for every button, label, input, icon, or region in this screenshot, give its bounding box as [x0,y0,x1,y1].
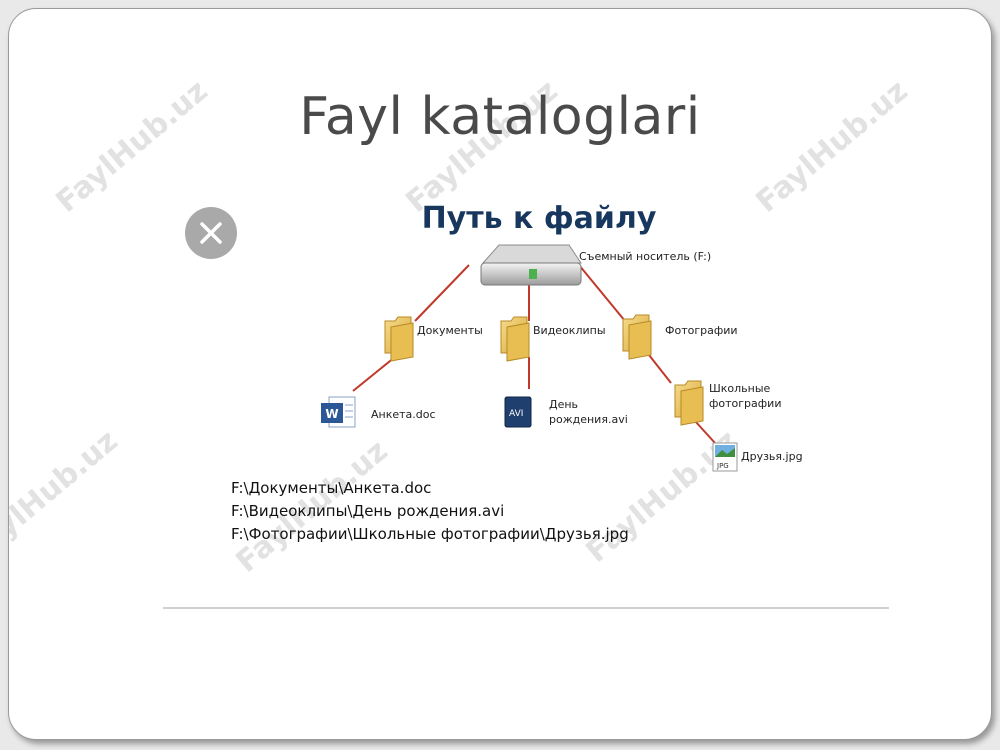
folder-label-documents: Документы [417,324,483,337]
folder-label-school-photos: Школьные фотографии [709,381,781,411]
avi-badge: AVI [509,409,524,419]
word-doc-icon: W [321,396,356,428]
close-button[interactable] [185,207,237,259]
folder-label-line: фотографии [709,397,782,410]
slide: FaylHub.uz FaylHub.uz FaylHub.uz FaylHub… [8,8,992,740]
drive-icon [480,244,582,286]
jpg-badge: JPG [717,462,729,470]
folder-label-line: Школьные [709,382,771,395]
jpg-file-icon [712,442,738,472]
divider [163,607,889,609]
folder-icon [384,316,414,362]
avi-file-icon [504,396,532,428]
folder-label-photos: Фотографии [665,324,738,337]
file-label-line: День [549,398,579,411]
file-label-jpg: Друзья.jpg [741,450,803,463]
tree-links [352,264,716,444]
folder-icon [500,316,530,362]
path-line: F:\Фотографии\Школьные фотографии\Друзья… [231,525,629,543]
close-icon [200,222,222,244]
svg-text:W: W [325,407,338,421]
file-tree-diagram: W [321,244,738,472]
file-label-line: рождения.avi [549,413,628,426]
file-label-avi: День рождения.avi [549,397,628,427]
drive-label: Съемный носитель (F:) [579,250,712,263]
slide-title: Fayl kataloglari [299,87,701,147]
folder-label-videos: Видеоклипы [533,324,606,337]
path-line: F:\Видеоклипы\День рождения.avi [231,502,505,520]
path-line: F:\Документы\Анкета.doc [231,479,432,497]
diagram-heading: Путь к файлу [421,201,657,236]
folder-icon [622,314,652,360]
file-label-doc: Анкета.doc [371,408,436,421]
folder-icon [674,380,704,426]
